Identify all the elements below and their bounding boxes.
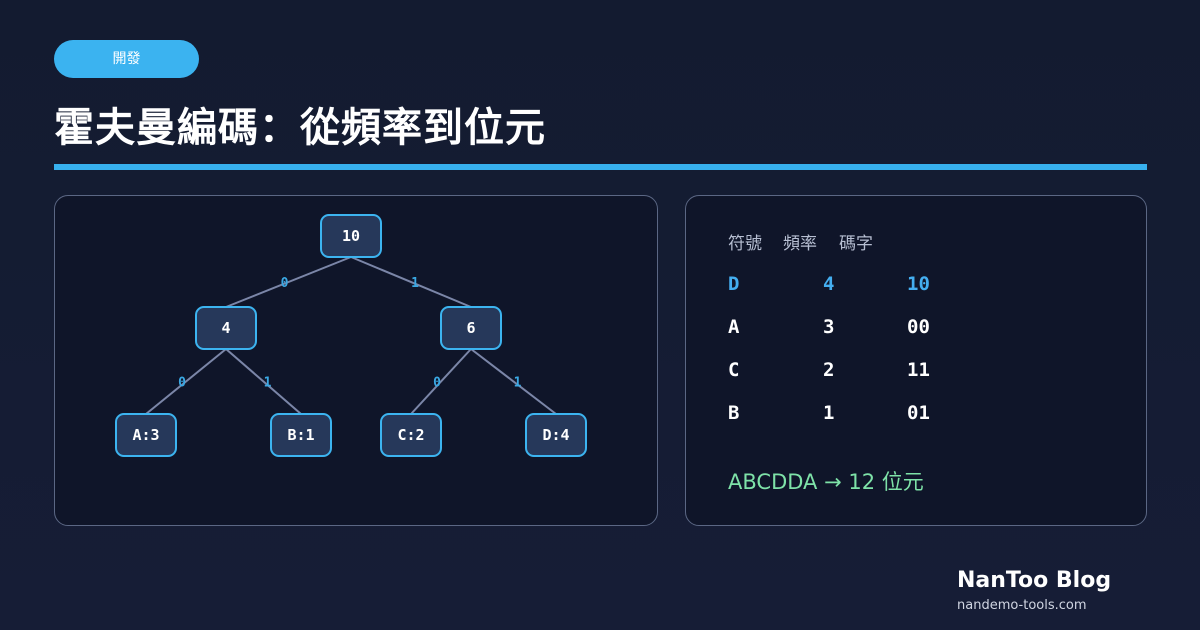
brand-url: nandemo-tools.com bbox=[957, 598, 1087, 613]
row-2-codeword: 11 bbox=[907, 359, 930, 381]
header-frequency: 頻率 bbox=[783, 234, 817, 254]
row-3-frequency: 1 bbox=[823, 402, 835, 424]
title-underline bbox=[54, 164, 1147, 170]
row-3-codeword: 01 bbox=[907, 402, 930, 424]
tree-node-label: 10 bbox=[342, 227, 360, 245]
tree-node-label: B:1 bbox=[287, 426, 314, 444]
header-codeword: 碼字 bbox=[839, 234, 873, 254]
edge-bit-label: 1 bbox=[411, 276, 419, 291]
row-0-symbol: D bbox=[728, 273, 740, 295]
row-3-symbol: B bbox=[728, 402, 740, 424]
edge-bit-label: 0 bbox=[433, 376, 441, 391]
tree-edge-n4-b bbox=[225, 348, 302, 415]
row-0-codeword: 10 bbox=[907, 273, 930, 295]
row-1-frequency: 3 bbox=[823, 316, 835, 338]
edge-bit-label: 0 bbox=[178, 376, 186, 391]
tree-node-box bbox=[270, 413, 332, 457]
tree-node-a: A:3 bbox=[115, 413, 177, 457]
tree-node-box bbox=[440, 306, 502, 350]
tree-node-box bbox=[525, 413, 587, 457]
tree-edge-root-n4 bbox=[225, 256, 352, 308]
tree-edge-n6-d bbox=[470, 348, 557, 415]
row-2-symbol: C bbox=[728, 359, 740, 381]
tree-node-label: C:2 bbox=[397, 426, 424, 444]
tree-node-box bbox=[195, 306, 257, 350]
code-table-panel: 符號 頻率 碼字 D 4 10 A 3 00 C 2 11 B 1 01 ABC… bbox=[685, 195, 1147, 526]
brand-name: NanToo Blog bbox=[957, 568, 1112, 593]
tree-node-n4: 4 bbox=[195, 306, 257, 350]
row-1-symbol: A bbox=[728, 316, 740, 338]
tree-node-box bbox=[320, 214, 382, 258]
tree-node-label: D:4 bbox=[542, 426, 569, 444]
row-1-codeword: 00 bbox=[907, 316, 930, 338]
category-badge: 開發 bbox=[54, 40, 199, 78]
row-0-frequency: 4 bbox=[823, 273, 835, 295]
tree-node-label: 6 bbox=[466, 319, 475, 337]
tree-node-n6: 6 bbox=[440, 306, 502, 350]
tree-node-box bbox=[380, 413, 442, 457]
tree-node-c: C:2 bbox=[380, 413, 442, 457]
tree-node-root: 10 bbox=[320, 214, 382, 258]
tree-node-box bbox=[115, 413, 177, 457]
edge-bit-label: 1 bbox=[514, 376, 522, 391]
tree-edge-root-n6 bbox=[350, 256, 472, 308]
encoding-summary: ABCDDA → 12 位元 bbox=[728, 470, 924, 494]
edge-bit-label: 1 bbox=[264, 376, 272, 391]
row-2-frequency: 2 bbox=[823, 359, 835, 381]
tree-edge-n4-a bbox=[145, 348, 227, 415]
page-title: 霍夫曼編碼：從頻率到位元 bbox=[54, 105, 546, 151]
tree-node-label: A:3 bbox=[132, 426, 159, 444]
tree-node-b: B:1 bbox=[270, 413, 332, 457]
tree-edge-n6-c bbox=[410, 348, 472, 415]
header-symbol: 符號 bbox=[728, 234, 762, 254]
edge-bit-label: 0 bbox=[281, 276, 289, 291]
tree-node-label: 4 bbox=[221, 319, 230, 337]
tree-node-d: D:4 bbox=[525, 413, 587, 457]
